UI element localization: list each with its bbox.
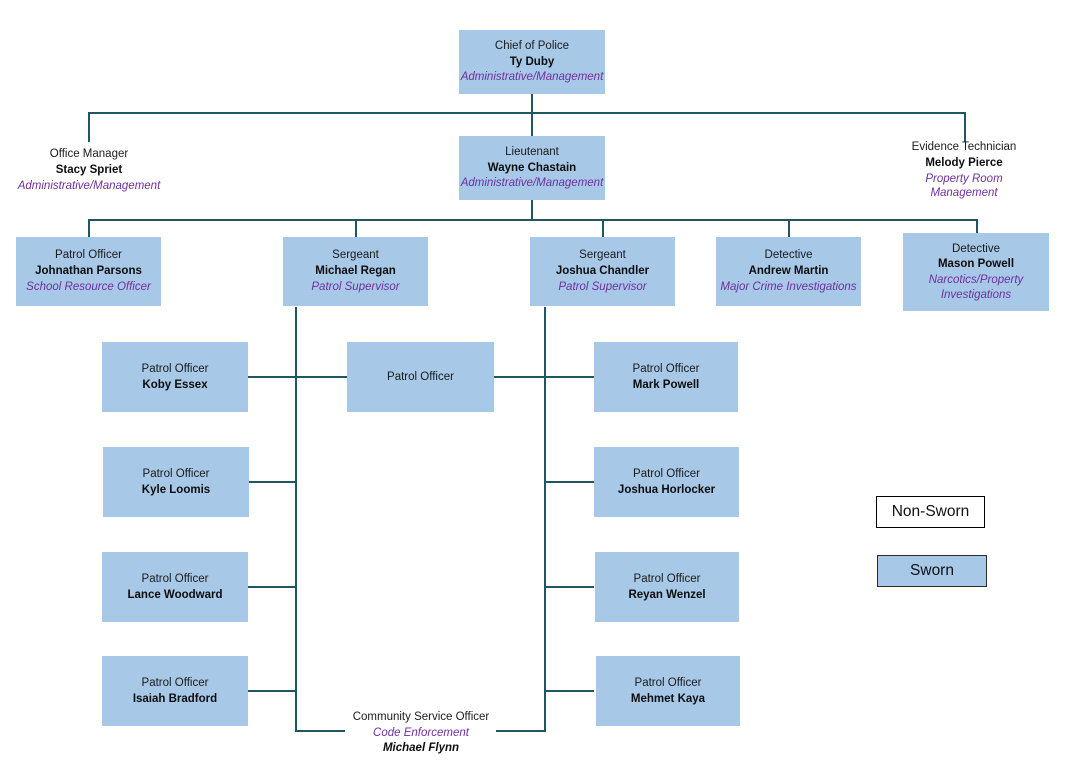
node-title: Patrol Officer — [632, 362, 700, 375]
legend-non-sworn-label: Non-Sworn — [891, 503, 970, 520]
connector-regan-to-bradford — [248, 690, 296, 692]
node-officer-vacant[interactable]: Patrol Officer — [347, 342, 494, 412]
node-officer-wenzel[interactable]: Patrol Officer Reyan Wenzel — [595, 552, 739, 622]
node-name: Michael Flynn — [382, 742, 460, 755]
connector-drop-detective-martin — [788, 219, 790, 237]
node-name: Andrew Martin — [748, 265, 829, 278]
node-title: Sergeant — [332, 249, 379, 262]
node-sergeant-chandler[interactable]: Sergeant Joshua Chandler Patrol Supervis… — [530, 237, 675, 306]
node-name: Mason Powell — [937, 258, 1015, 271]
node-title: Patrol Officer — [633, 572, 701, 585]
node-community-service-officer[interactable]: Community Service Officer Code Enforceme… — [345, 706, 497, 760]
node-title: Patrol Officer — [633, 467, 700, 480]
connector-drop-lieutenant — [531, 112, 533, 136]
node-role: Code Enforcement — [373, 726, 469, 739]
node-chief-of-police[interactable]: Chief of Police Ty Duby Administrative/M… — [459, 30, 605, 94]
legend-non-sworn[interactable]: Non-Sworn — [876, 496, 985, 528]
node-officer-kaya[interactable]: Patrol Officer Mehmet Kaya — [596, 656, 740, 726]
node-role: School Resource Officer — [26, 280, 151, 293]
node-school-resource-officer[interactable]: Patrol Officer Johnathan Parsons School … — [16, 237, 161, 306]
connector-regan-to-cso — [295, 730, 345, 732]
connector-regan-to-essex — [248, 376, 348, 378]
node-name: Ty Duby — [509, 55, 555, 68]
node-role: Major Crime Investigations — [720, 280, 857, 293]
node-title: Patrol Officer — [634, 676, 702, 689]
connector-row3-bus — [88, 219, 977, 221]
node-role: Patrol Supervisor — [558, 280, 647, 293]
node-officer-mark-powell[interactable]: Patrol Officer Mark Powell — [594, 342, 738, 412]
node-name: Mehmet Kaya — [630, 692, 706, 705]
node-title: Detective — [764, 249, 813, 262]
node-office-manager[interactable]: Office Manager Stacy Spriet Administrati… — [14, 141, 164, 200]
node-title: Patrol Officer — [142, 467, 210, 480]
connector-chandler-spine — [544, 307, 546, 732]
node-name: Reyan Wenzel — [628, 588, 706, 601]
node-name: Joshua Horlocker — [617, 483, 716, 496]
connector-regan-spine — [295, 307, 297, 732]
node-name: Johnathan Parsons — [35, 265, 142, 278]
node-role: Property Room Management — [925, 172, 1003, 200]
node-title: Office Manager — [49, 148, 129, 161]
node-detective-martin[interactable]: Detective Andrew Martin Major Crime Inve… — [716, 237, 861, 306]
connector-drop-evidence-tech — [964, 112, 966, 142]
connector-drop-sergeant-regan — [355, 219, 357, 237]
node-name: Lance Woodward — [127, 588, 223, 601]
connector-chandler-to-kaya — [544, 690, 594, 692]
node-title: Patrol Officer — [141, 572, 209, 585]
connector-chandler-to-horlocker — [544, 481, 594, 483]
legend-sworn[interactable]: Sworn — [877, 555, 987, 587]
node-name: Isaiah Bradford — [132, 692, 218, 705]
node-sergeant-regan[interactable]: Sergeant Michael Regan Patrol Supervisor — [283, 237, 428, 306]
legend-sworn-label: Sworn — [910, 562, 954, 579]
connector-chief-down — [531, 94, 533, 113]
node-title: Patrol Officer — [141, 362, 209, 375]
node-officer-essex[interactable]: Patrol Officer Koby Essex — [102, 342, 248, 412]
connector-drop-office-manager — [88, 112, 90, 142]
node-name: Joshua Chandler — [555, 265, 650, 278]
node-title: Chief of Police — [494, 39, 570, 52]
node-title: Patrol Officer — [55, 249, 122, 262]
connector-row2-bus — [88, 112, 966, 114]
connector-drop-detective-powell — [976, 219, 978, 233]
node-officer-woodward[interactable]: Patrol Officer Lance Woodward — [102, 552, 248, 622]
node-officer-loomis[interactable]: Patrol Officer Kyle Loomis — [103, 447, 249, 517]
connector-drop-sergeant-chandler — [602, 219, 604, 237]
node-officer-horlocker[interactable]: Patrol Officer Joshua Horlocker — [594, 447, 739, 517]
node-name: Stacy Spriet — [55, 164, 123, 177]
connector-chandler-to-wenzel — [544, 586, 594, 588]
node-detective-powell[interactable]: Detective Mason Powell Narcotics/Propert… — [903, 233, 1049, 311]
node-title: Evidence Technician — [911, 141, 1017, 154]
node-role: Administrative/Management — [460, 71, 604, 84]
node-name: Kyle Loomis — [141, 483, 211, 496]
connector-chandler-to-vacant — [494, 376, 546, 378]
node-role: Administrative/Management — [460, 177, 604, 190]
node-lieutenant[interactable]: Lieutenant Wayne Chastain Administrative… — [459, 136, 605, 200]
connector-lieutenant-down — [531, 200, 533, 220]
node-role: Narcotics/Property Investigations — [928, 274, 1024, 301]
node-name: Melody Pierce — [925, 156, 1003, 169]
connector-chandler-to-mark-powell — [544, 376, 594, 378]
node-role: Administrative/Management — [17, 179, 161, 192]
node-title: Patrol Officer — [387, 370, 454, 383]
node-title: Community Service Officer — [352, 710, 490, 723]
node-title: Sergeant — [579, 249, 626, 262]
node-title: Detective — [952, 242, 1000, 255]
node-name: Mark Powell — [632, 378, 700, 391]
connector-regan-to-woodward — [248, 586, 296, 588]
node-name: Wayne Chastain — [487, 161, 577, 174]
node-name: Michael Regan — [315, 265, 396, 278]
connector-regan-to-loomis — [248, 481, 296, 483]
connector-chandler-to-cso — [496, 730, 546, 732]
node-officer-bradford[interactable]: Patrol Officer Isaiah Bradford — [102, 656, 248, 726]
node-evidence-technician[interactable]: Evidence Technician Melody Pierce Proper… — [888, 141, 1040, 200]
node-title: Lieutenant — [505, 145, 559, 158]
node-name: Koby Essex — [142, 378, 208, 391]
node-title: Patrol Officer — [141, 676, 209, 689]
connector-drop-sro — [88, 219, 90, 237]
node-role: Patrol Supervisor — [311, 280, 400, 293]
